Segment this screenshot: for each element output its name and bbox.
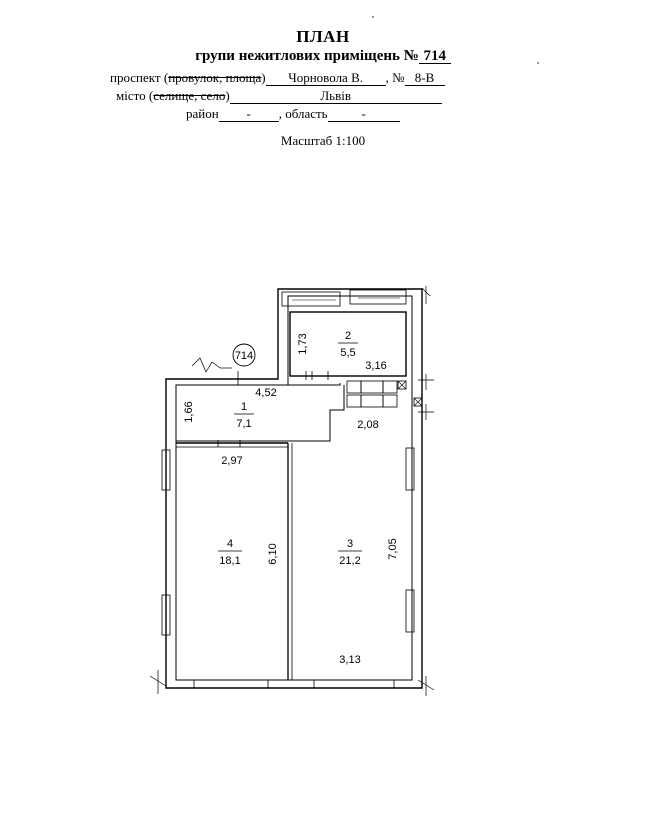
- street-type-suffix: ): [261, 70, 266, 85]
- scale-note: Масштаб 1:100: [280, 133, 366, 148]
- region-value: -: [327, 107, 400, 122]
- fixture-box: [360, 394, 384, 408]
- dim-3-13: 3,13: [339, 654, 360, 666]
- outer-wall: [165, 288, 423, 689]
- scan-speck: [372, 16, 374, 18]
- scan-speck: [537, 62, 539, 64]
- window: [193, 679, 269, 689]
- city-suffix: ): [225, 88, 230, 103]
- unit-badge-circle: [232, 343, 256, 367]
- break-mark: [191, 357, 221, 373]
- vent-box: [413, 397, 423, 407]
- dim-3-16: 3,16: [365, 360, 386, 372]
- house-number: 8-В: [404, 71, 445, 86]
- document-title: ПЛАН: [296, 27, 350, 46]
- break-mark: [421, 286, 431, 304]
- room-1-outline: [176, 383, 345, 442]
- window: [161, 594, 171, 636]
- district-value: -: [218, 107, 279, 122]
- city-prefix: місто (: [116, 88, 154, 103]
- fixture-box: [346, 380, 362, 394]
- unit-badge: 714: [235, 350, 253, 362]
- window: [405, 447, 415, 491]
- inner-wall-face: [175, 295, 413, 681]
- fixture-box: [382, 380, 398, 394]
- room-1-number: 1: [241, 401, 247, 413]
- window: [313, 679, 395, 689]
- dim-2-97: 2,97: [221, 455, 242, 467]
- street-name: Чорновола В.: [265, 71, 386, 86]
- room-2-number: 2: [345, 330, 351, 342]
- fixture-box: [346, 394, 362, 408]
- dim-1-73: 1,73: [297, 333, 309, 354]
- fixture-box: [382, 394, 398, 408]
- room-4-area: 18,1: [219, 555, 240, 567]
- vent-box: [397, 380, 407, 390]
- window: [405, 589, 415, 633]
- subtitle-prefix: групи нежитлових приміщень №: [195, 48, 419, 64]
- dim-2-08: 2,08: [357, 419, 378, 431]
- district-line: район-, область-: [186, 106, 400, 122]
- street-type-struck: провулок, площа: [168, 70, 262, 85]
- window: [161, 449, 171, 491]
- room-2-area: 5,5: [340, 347, 355, 359]
- street-line: проспект (провулок, площа)Чорновола В., …: [110, 70, 445, 86]
- dim-4-52: 4,52: [255, 387, 276, 399]
- region-label: , область: [278, 106, 328, 121]
- dim-1-66: 1,66: [183, 401, 195, 422]
- city-struck: селище, село: [153, 88, 226, 103]
- fixture-strip: [281, 291, 341, 307]
- room-3-area: 21,2: [339, 555, 360, 567]
- break-mark: [149, 670, 167, 694]
- house-prefix: , №: [385, 70, 405, 85]
- street-type-prefix: проспект (: [110, 70, 169, 85]
- city-name: Львів: [229, 89, 442, 104]
- room-1-area: 7,1: [236, 418, 251, 430]
- room-3-number: 3: [347, 538, 353, 550]
- fixture-strip: [349, 289, 407, 305]
- fixture-box: [360, 380, 384, 394]
- district-label: район: [186, 106, 219, 121]
- break-mark: [418, 374, 434, 390]
- room-4-number: 4: [227, 538, 233, 550]
- break-mark: [418, 404, 434, 420]
- dim-6-10: 6,10: [267, 543, 279, 564]
- group-number: 714: [418, 49, 451, 64]
- city-line: місто (селище, село)Львів: [116, 88, 442, 104]
- break-mark: [417, 676, 435, 696]
- dim-7-05: 7,05: [387, 538, 399, 559]
- room-2-outline: [289, 311, 407, 377]
